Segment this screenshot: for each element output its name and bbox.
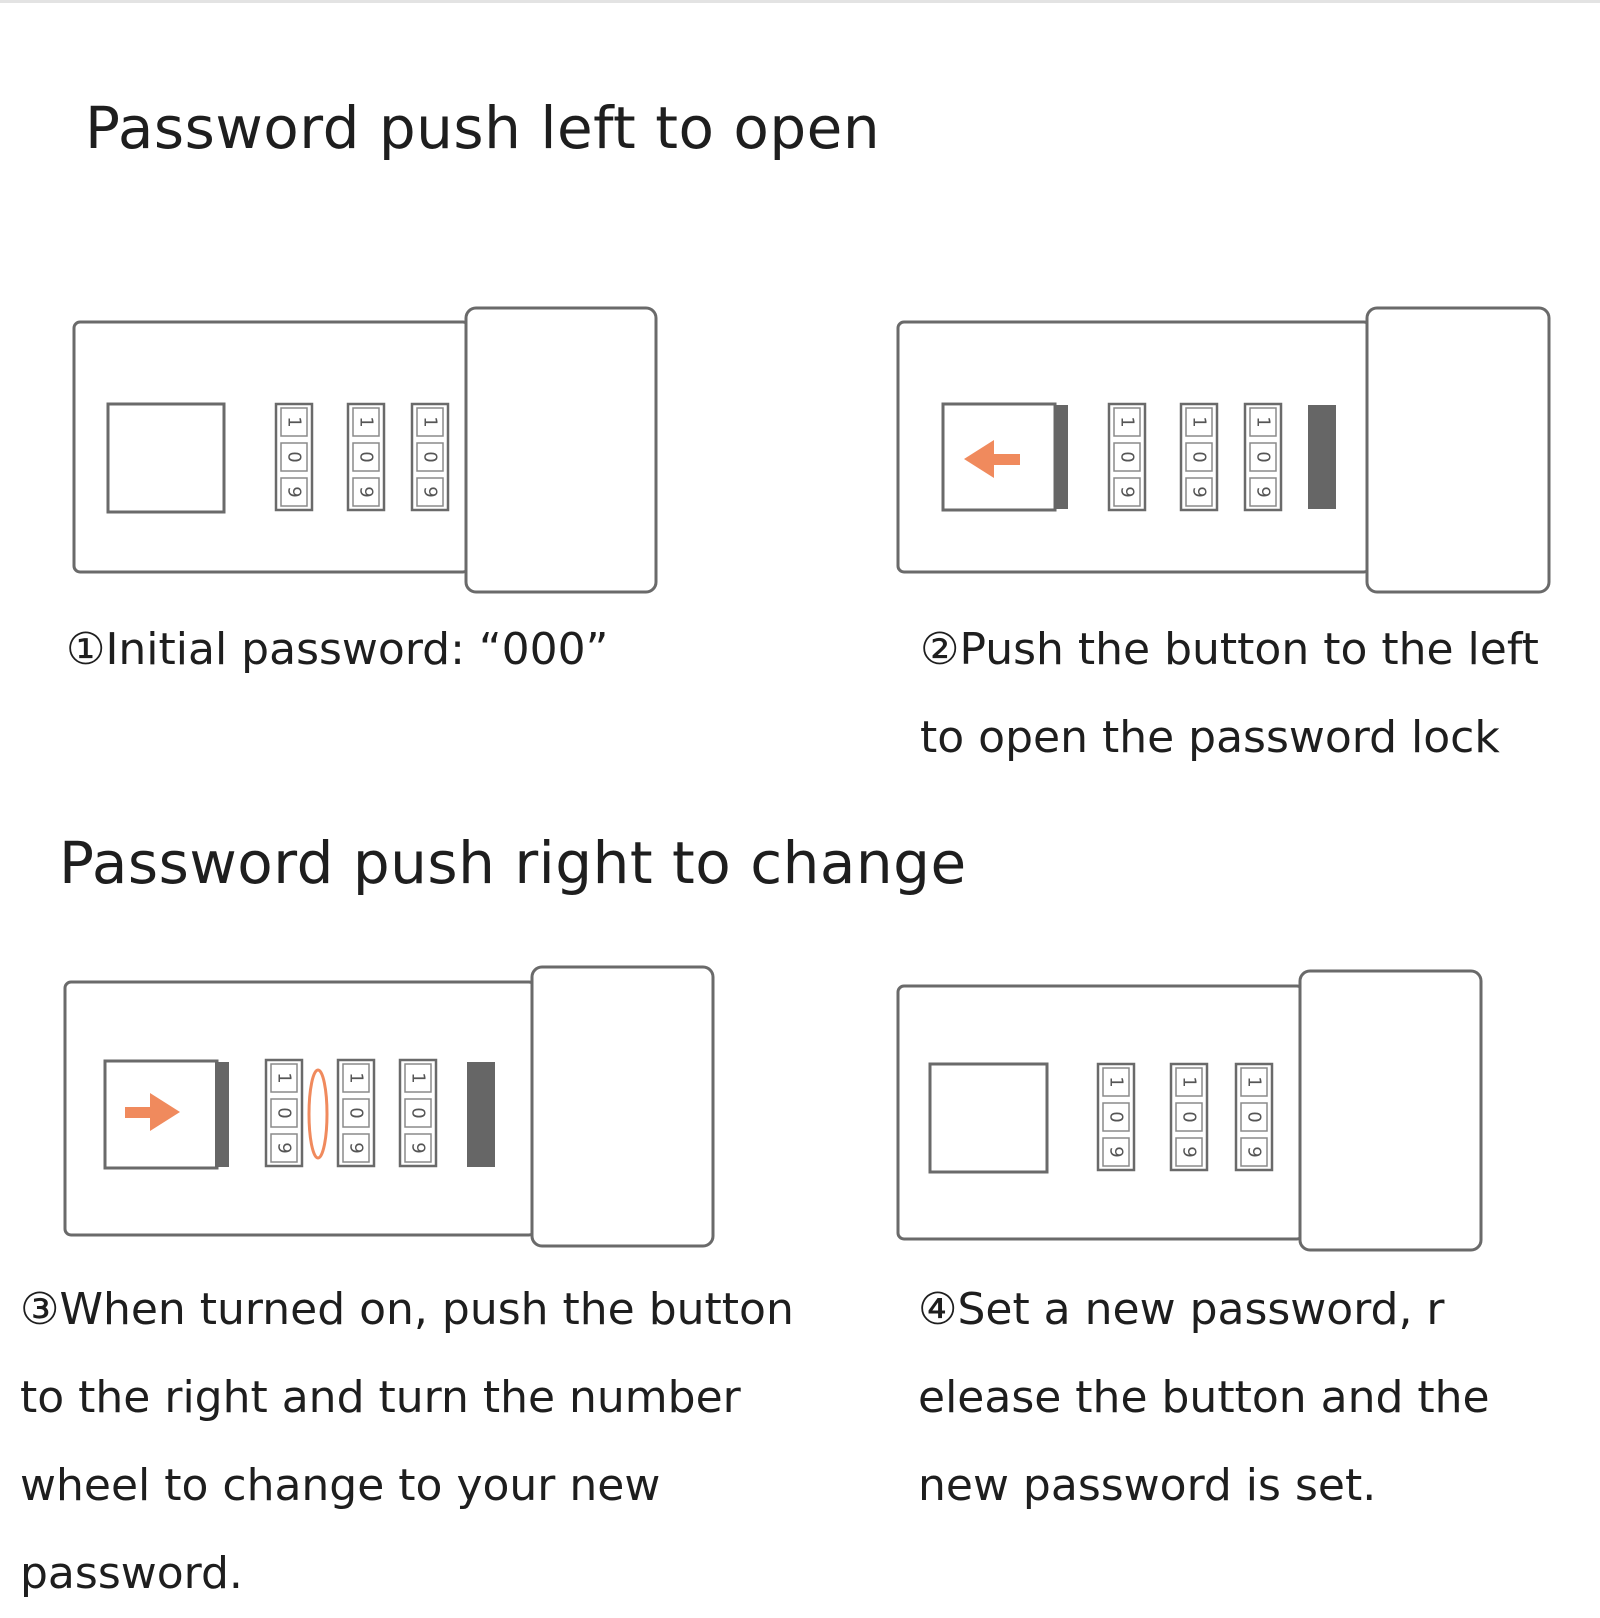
wheel-digit: 0 xyxy=(356,451,377,462)
number-wheel: 1 0 9 xyxy=(274,402,314,512)
number-wheel: 1 0 9 xyxy=(1096,1062,1136,1172)
wheel-digit: 9 xyxy=(420,486,441,497)
button-shadow-bar xyxy=(215,1062,229,1167)
wheel-digit: 9 xyxy=(346,1142,367,1153)
wheel-digit: 1 xyxy=(1189,416,1210,427)
section-heading-open: Password push left to open xyxy=(85,94,881,162)
wheel-digit: 0 xyxy=(1189,451,1210,462)
wheel-digit: 9 xyxy=(408,1142,429,1153)
wheel-digit: 1 xyxy=(274,1072,295,1083)
wheel-digit: 0 xyxy=(274,1107,295,1118)
step2-caption: ②Push the button to the left to open the… xyxy=(920,624,1539,763)
step4-caption: ④Set a new password, r elease the button… xyxy=(918,1284,1490,1511)
wheel-digit: 1 xyxy=(356,416,377,427)
number-wheel: 1 0 9 xyxy=(336,1058,376,1168)
wheel-digit: 1 xyxy=(1117,416,1138,427)
lock-end-cap xyxy=(1365,306,1551,594)
wheel-digit: 1 xyxy=(420,416,441,427)
lock-end-cap xyxy=(1298,969,1483,1252)
wheel-digit: 9 xyxy=(1253,486,1274,497)
wheel-digit: 1 xyxy=(1179,1076,1200,1087)
rotate-wheel-icon xyxy=(307,1068,329,1160)
number-wheel: 1 0 9 xyxy=(1107,402,1147,512)
top-divider xyxy=(0,0,1600,3)
section-heading-change: Password push right to change xyxy=(59,829,967,897)
wheel-digit: 9 xyxy=(1189,486,1210,497)
wheel-digit: 0 xyxy=(1106,1111,1127,1122)
wheel-digit: 0 xyxy=(1253,451,1274,462)
wheel-digit: 1 xyxy=(408,1072,429,1083)
wheel-digit: 0 xyxy=(1179,1111,1200,1122)
number-wheel: 1 0 9 xyxy=(1234,1062,1274,1172)
push-button xyxy=(106,402,226,514)
button-shadow-bar xyxy=(1054,405,1068,509)
arrow-right-icon xyxy=(125,1093,180,1131)
wheel-digit: 1 xyxy=(1244,1076,1265,1087)
wheel-digit: 0 xyxy=(1244,1111,1265,1122)
number-wheel: 1 0 9 xyxy=(1179,402,1219,512)
wheel-digit: 1 xyxy=(1253,416,1274,427)
wheel-digit: 9 xyxy=(274,1142,295,1153)
wheel-digit: 0 xyxy=(1117,451,1138,462)
wheel-digit: 1 xyxy=(284,416,305,427)
number-wheel: 1 0 9 xyxy=(398,1058,438,1168)
wheel-digit: 9 xyxy=(284,486,305,497)
number-wheel: 1 0 9 xyxy=(1169,1062,1209,1172)
lock-end-cap xyxy=(464,306,658,594)
wheel-digit: 9 xyxy=(356,486,377,497)
wheel-digit: 9 xyxy=(1179,1146,1200,1157)
wheel-digit: 1 xyxy=(346,1072,367,1083)
wheel-digit: 9 xyxy=(1244,1146,1265,1157)
number-wheel: 1 0 9 xyxy=(264,1058,304,1168)
number-wheel: 1 0 9 xyxy=(410,402,450,512)
arrow-left-icon xyxy=(964,440,1020,478)
wheel-digit: 0 xyxy=(284,451,305,462)
number-wheel: 1 0 9 xyxy=(346,402,386,512)
wheel-digit: 0 xyxy=(408,1107,429,1118)
wheel-digit: 1 xyxy=(1106,1076,1127,1087)
lock-end-cap xyxy=(530,965,715,1248)
wheel-digit: 9 xyxy=(1106,1146,1127,1157)
step1-caption: ①Initial password: “000” xyxy=(66,624,609,675)
wheel-digit: 0 xyxy=(346,1107,367,1118)
push-button xyxy=(103,1059,219,1170)
number-wheel: 1 0 9 xyxy=(1243,402,1283,512)
latch-bar xyxy=(1308,405,1336,509)
push-button xyxy=(928,1062,1049,1174)
step3-caption: ③When turned on, push the button to the … xyxy=(20,1284,794,1599)
wheel-digit: 0 xyxy=(420,451,441,462)
latch-bar xyxy=(467,1062,495,1167)
wheel-digit: 9 xyxy=(1117,486,1138,497)
